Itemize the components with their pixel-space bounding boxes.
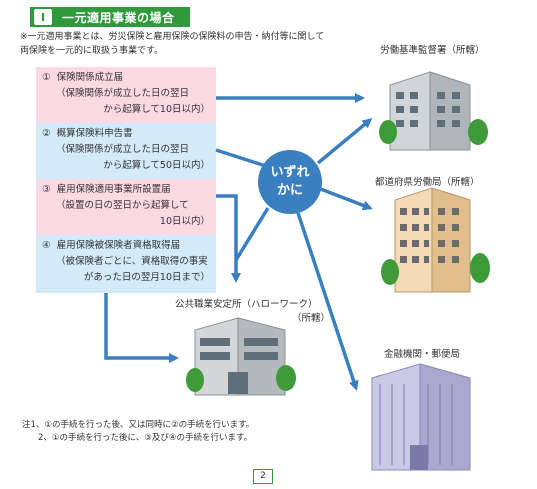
procedure-deadline-cont: から起算して50日以内） <box>103 160 210 171</box>
procedure-title: 保険関係成立届 <box>56 72 124 83</box>
financial-institution-label: 金融機関・郵便局 <box>384 349 461 360</box>
procedure-deadline-cont: から起算して10日以内） <box>103 104 210 115</box>
either-line-2: かに <box>276 183 303 198</box>
arrow-to-financial <box>296 212 359 391</box>
procedure-deadline: （保険関係が成立した日の翌日 <box>56 144 190 155</box>
arrow-to-labor-bureau <box>316 118 373 165</box>
hello-work-building-icon <box>186 317 296 396</box>
procedure-box-2: ② 概算保険料申告書 （保険関係が成立した日の翌日 から起算して50日以内） <box>36 123 216 179</box>
intro-text: ※一元適用事業とは、労災保険と雇用保険の保険料の申告・納付等に関して 両保険を一… <box>20 30 400 58</box>
section-header: Ⅰ 一元適用事業の場合 <box>30 7 190 27</box>
prefectural-labor-building-icon <box>381 187 490 293</box>
hello-work-label-jurisdiction: （所轄） <box>292 313 331 324</box>
procedure-title: 雇用保険適用事業所設置届 <box>56 184 171 195</box>
procedure-box-1: ① 保険関係成立届 （保険関係が成立した日の翌日 から起算して10日以内） <box>36 67 216 123</box>
labor-standards-building-icon <box>379 71 488 151</box>
arrow-to-hello-work <box>216 194 241 283</box>
intro-line-1: ※一元適用事業とは、労災保険と雇用保険の保険料の申告・納付等に関して <box>20 32 325 42</box>
procedure-deadline: （被保険者ごとに、資格取得の事実 <box>56 256 208 267</box>
procedure-deadline: （保険関係が成立した日の翌日 <box>56 88 190 99</box>
procedure-box-3: ③ 雇用保険適用事業所設置届 （設置の日の翌日から起算して 10日以内） <box>36 179 216 235</box>
section-title: 一元適用事業の場合 <box>62 10 175 25</box>
labor-standards-office-label: 労働基準監督署（所轄） <box>380 45 485 56</box>
procedure-number: ④ <box>42 240 51 251</box>
prefectural-labor-bureau-label: 都道府県労働局（所轄） <box>375 177 480 188</box>
procedure-deadline-cont: 10日以内） <box>159 216 210 227</box>
procedure-box-4: ④ 雇用保険被保険者資格取得届 （被保険者ごとに、資格取得の事実 があった日の翌… <box>36 235 216 293</box>
arrow-either-to-hello <box>234 207 270 261</box>
intro-line-2: 両保険を一元的に取扱う事業です。 <box>20 46 164 56</box>
procedure-number: ③ <box>42 184 51 195</box>
either-line-1: いずれ <box>270 165 310 180</box>
page-number: 2 <box>253 469 273 484</box>
section-number: Ⅰ <box>34 9 52 25</box>
procedure-title: 雇用保険被保険者資格取得届 <box>56 240 181 251</box>
note-2: 2、①の手続を行った後に、③及び④の手続を行います。 <box>38 433 253 443</box>
arrow-to-pref-bureau <box>317 186 373 211</box>
notes: 注1、①の手続を行った後、又は同時に②の手続を行います。 2、①の手続を行った後… <box>22 419 254 445</box>
hello-work-label: 公共職業安定所（ハローワーク） <box>175 299 318 310</box>
either-badge: いずれ かに <box>258 150 322 214</box>
procedure-title: 概算保険料申告書 <box>56 128 133 139</box>
financial-building-icon <box>371 363 471 471</box>
procedure-deadline-cont: があった日の翌月10日まで） <box>83 272 210 283</box>
procedure-number: ① <box>42 72 51 83</box>
note-1: 注1、①の手続を行った後、又は同時に②の手続を行います。 <box>22 420 255 430</box>
procedure-deadline: （設置の日の翌日から起算して <box>56 200 189 211</box>
arrow-from-box-4 <box>104 293 179 363</box>
procedure-number: ② <box>42 128 51 139</box>
